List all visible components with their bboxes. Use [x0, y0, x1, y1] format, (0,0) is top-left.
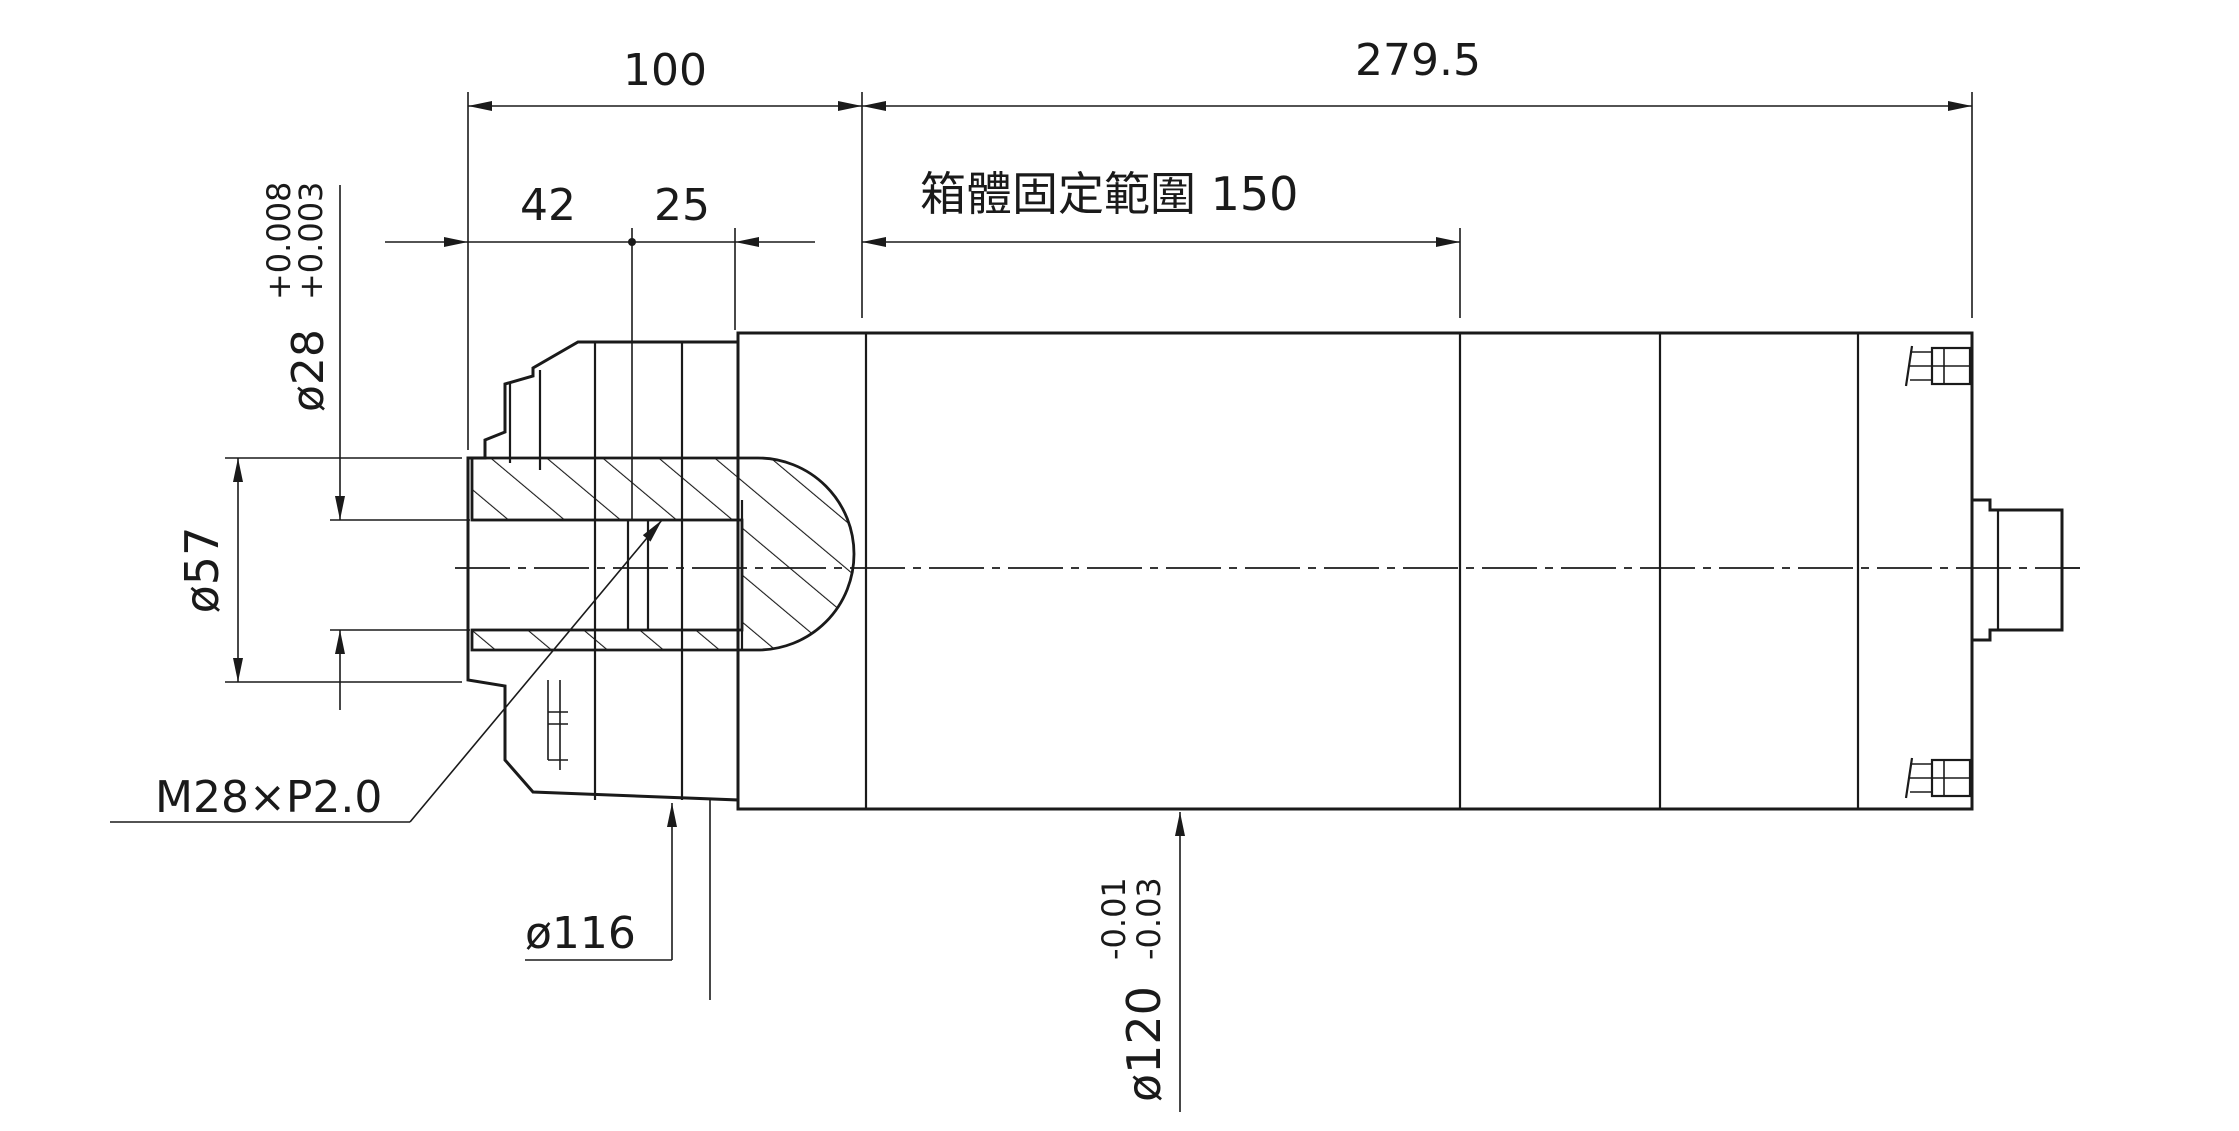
dim-279-5: 279.5 [1355, 35, 1481, 86]
dim-body-dia: ø120 [1117, 986, 1171, 1102]
dim-housing-range: 箱體固定範圍 150 [920, 167, 1298, 221]
dim-bore-dia: ø57 [175, 527, 229, 614]
rear-cap [1972, 498, 2080, 642]
bolt-top [1904, 345, 1972, 387]
dim-body-tol-lower: -0.03 [1130, 877, 1168, 960]
shaft-section [470, 456, 856, 652]
dim-shaft-tol-lower: +0.003 [292, 182, 330, 300]
dim-flange-dia: ø116 [525, 908, 636, 959]
bolt-bottom [1904, 757, 1972, 799]
dim-body-tol-upper: -0.01 [1095, 877, 1133, 960]
dim-thread: M28×P2.0 [155, 772, 382, 823]
dim-shaft-tol-upper: +0.008 [260, 182, 298, 300]
dimension-lines [110, 92, 1973, 1112]
dim-42: 42 [520, 180, 576, 231]
dim-25: 25 [654, 180, 710, 231]
dim-100: 100 [623, 45, 707, 96]
dim-shaft-dia: ø28 [283, 329, 334, 412]
spindle-body [466, 331, 1974, 811]
